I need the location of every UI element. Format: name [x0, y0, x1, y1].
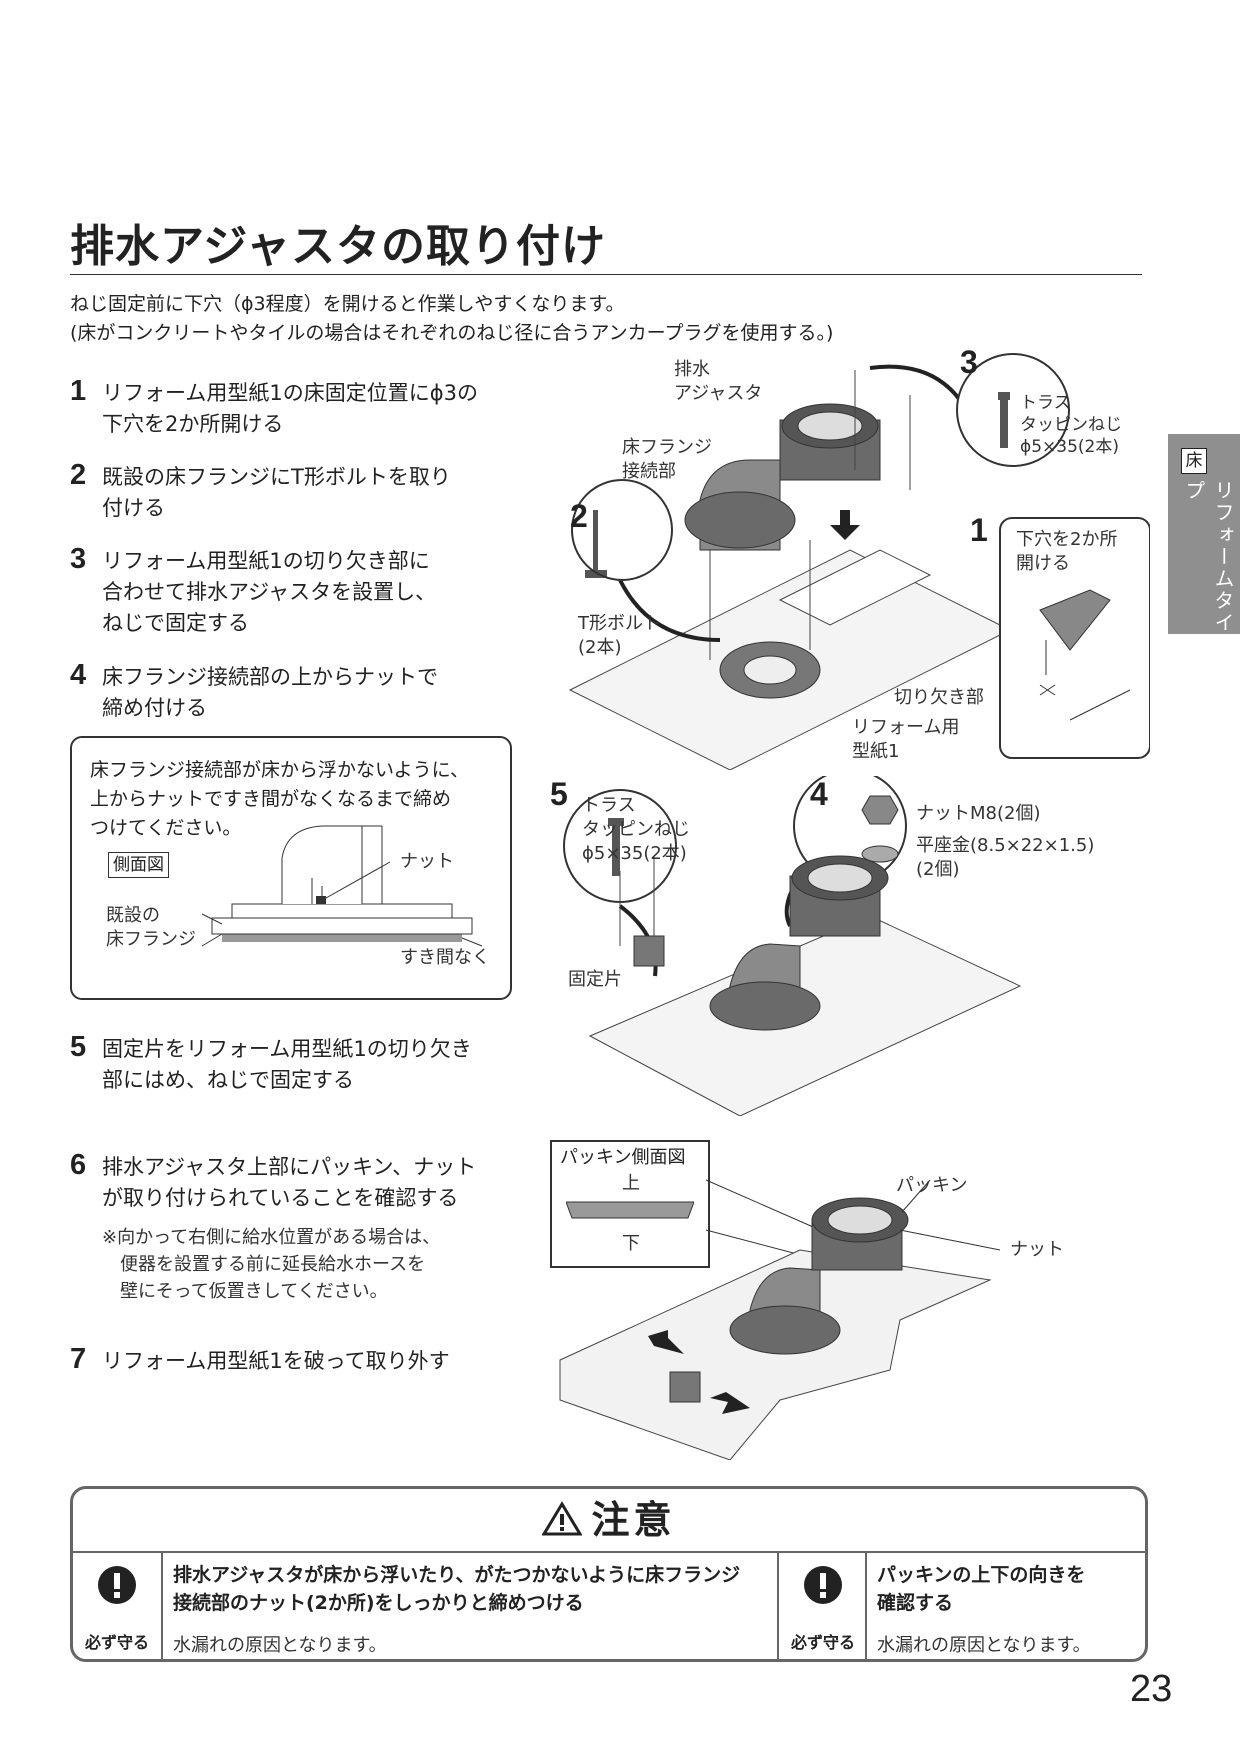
- caution-title: 排水アジャスタが床から浮いたり、がたつかないように床フランジ 接続部のナット(2…: [173, 1564, 741, 1614]
- step-number: 7: [70, 1343, 87, 1375]
- callout-flange-joint: 床フランジ 接続部: [622, 437, 712, 482]
- step-4: 4 床フランジ接続部の上からナットで 締め付ける: [70, 659, 438, 724]
- mandatory-icon: [804, 1566, 842, 1604]
- install-illustration: [568, 353, 1150, 770]
- step-number: 6: [70, 1149, 87, 1181]
- intro-text: ねじ固定前に下穴（ϕ3程度）を開けると作業しやすくなります。 (床がコンクリート…: [70, 290, 833, 348]
- caution-heading: 注意: [591, 1498, 676, 1542]
- callout-notch: 切り欠き部: [894, 687, 984, 708]
- figure-fixing-piece: トラス タッピンねじ ϕ5×35(2本) ナットM8(2個) 平座金(8.5×2…: [550, 776, 1150, 1116]
- step-text: 既設の床フランジにT形ボルトを取り 付ける: [102, 465, 451, 520]
- label-no-gap: すき間なく: [400, 947, 490, 968]
- step-5: 5 固定片をリフォーム用型紙1の切り欠き 部にはめ、ねじで固定する: [70, 1031, 472, 1096]
- page-title: 排水アジャスタの取り付け: [70, 221, 607, 272]
- callout-t-bolt: T形ボルト (2本): [578, 613, 661, 658]
- must-cell-2: 必ず守る: [777, 1551, 867, 1659]
- caution-item-1: 排水アジャスタが床から浮いたり、がたつかないように床フランジ 接続部のナット(2…: [161, 1551, 779, 1659]
- tip-text: 床フランジ接続部が床から浮かないように、 上からナットですき間がなくなるまで締め…: [90, 759, 470, 839]
- marker-step-5: 5: [550, 776, 568, 812]
- step-number: 5: [70, 1031, 87, 1063]
- remove-illustration: [559, 1179, 1001, 1460]
- callout-gasket: パッキン: [896, 1175, 968, 1196]
- step-7: 7 リフォーム用型紙1を破って取り外す: [70, 1343, 450, 1377]
- step-6-note: ※向かって右側に給水位置がある場合は、 便器を設置する前に延長給水ホースを 壁に…: [102, 1227, 441, 1302]
- tab-label: リフォームタイプ: [1182, 480, 1235, 634]
- fixing-illustration: [563, 776, 1022, 1116]
- title-rule: [70, 274, 1142, 275]
- step-text: リフォーム用型紙1の床固定位置にϕ3の 下穴を2か所開ける: [102, 381, 478, 436]
- callout-screw-2: トラス タッピンねじ ϕ5×35(2本): [582, 795, 690, 864]
- must-label: 必ず守る: [84, 1633, 149, 1652]
- side-view-diagram: [201, 825, 483, 947]
- callout-pilot-hole: 下穴を2か所 開ける: [1016, 529, 1118, 574]
- intro-line-1: ねじ固定前に下穴（ϕ3程度）を開けると作業しやすくなります。: [70, 293, 625, 315]
- step-text: 排水アジャスタ上部にパッキン、ナット が取り付けられていることを確認する: [102, 1155, 477, 1210]
- step-text: 固定片をリフォーム用型紙1の切り欠き 部にはめ、ねじで固定する: [102, 1037, 472, 1092]
- tip-box: 床フランジ接続部が床から浮かないように、 上からナットですき間がなくなるまで締め…: [70, 736, 512, 1000]
- gasket-title: パッキン側面図: [560, 1147, 686, 1168]
- gasket-bottom: 下: [622, 1233, 640, 1254]
- marker-step-2: 2: [570, 498, 588, 534]
- step-number: 2: [70, 459, 87, 491]
- caution-box: 注意 必ず守る 排水アジャスタが床から浮いたり、がたつかないように床フランジ 接…: [70, 1486, 1148, 1662]
- gasket-top: 上: [622, 1173, 640, 1194]
- caution-header: 注意: [73, 1489, 1145, 1553]
- step-3: 3 リフォーム用型紙1の切り欠き部に 合わせて排水アジャスタを設置し、 ねじで固…: [70, 543, 437, 639]
- figure-install-adjuster: 排水 アジャスタ 床フランジ 接続部 T形ボルト (2本) 切り欠き部 リフォー…: [550, 344, 1150, 770]
- marker-step-3: 3: [960, 344, 978, 380]
- warning-triangle-icon: [541, 1501, 584, 1536]
- callout-adjuster: 排水 アジャスタ: [674, 359, 763, 404]
- caution-body: 水漏れの原因となります。: [173, 1635, 387, 1656]
- label-existing-flange: 既設の 床フランジ: [106, 905, 196, 950]
- gasket-section: [566, 1201, 694, 1219]
- figure-remove-template: パッキン側面図 上 下 パッキン ナット: [550, 1140, 1150, 1460]
- gasket-side-view: パッキン側面図 上 下: [550, 1140, 710, 1268]
- step-1: 1 リフォーム用型紙1の床固定位置にϕ3の 下穴を2か所開ける: [70, 375, 478, 440]
- callout-template: リフォーム用 型紙1: [852, 717, 960, 762]
- caution-title: パッキンの上下の向きを 確認する: [877, 1564, 1086, 1614]
- marker-step-1: 1: [970, 512, 988, 548]
- step-number: 1: [70, 375, 87, 407]
- step-number: 3: [70, 543, 87, 575]
- callout-nut-m8: ナットM8(2個): [916, 803, 1041, 824]
- step-text: リフォーム用型紙1の切り欠き部に 合わせて排水アジャスタを設置し、 ねじで固定す…: [102, 549, 437, 635]
- must-cell-1: 必ず守る: [73, 1551, 161, 1659]
- step-2: 2 既設の床フランジにT形ボルトを取り 付ける: [70, 459, 451, 524]
- caution-item-2: パッキンの上下の向きを 確認する 水漏れの原因となります。: [865, 1551, 1145, 1659]
- side-view-title: 側面図: [108, 852, 169, 878]
- tab-badge: 床: [1181, 448, 1207, 474]
- label-nut: ナット: [400, 851, 454, 872]
- mandatory-icon: [98, 1566, 136, 1604]
- callout-washer: 平座金(8.5×22×1.5) (2個): [916, 835, 1095, 880]
- page-number: 23: [1130, 1668, 1173, 1710]
- section-tab: 床 リフォームタイプ: [1168, 434, 1240, 634]
- callout-fixing-piece: 固定片: [568, 969, 622, 990]
- callout-screw: トラス タッピンねじ ϕ5×35(2本): [1020, 393, 1122, 457]
- step-text: 床フランジ接続部の上からナットで 締め付ける: [102, 665, 438, 720]
- caution-body: 水漏れの原因となります。: [877, 1635, 1091, 1656]
- marker-step-4: 4: [810, 776, 828, 812]
- step-text: リフォーム用型紙1を破って取り外す: [102, 1349, 450, 1373]
- callout-nut: ナット: [1010, 1239, 1064, 1260]
- must-label: 必ず守る: [790, 1633, 855, 1652]
- intro-line-2: (床がコンクリートやタイルの場合はそれぞれのねじ径に合うアンカープラグを使用する…: [70, 322, 834, 344]
- step-6: 6 排水アジャスタ上部にパッキン、ナット が取り付けられていることを確認する: [70, 1149, 477, 1214]
- step-number: 4: [70, 659, 87, 691]
